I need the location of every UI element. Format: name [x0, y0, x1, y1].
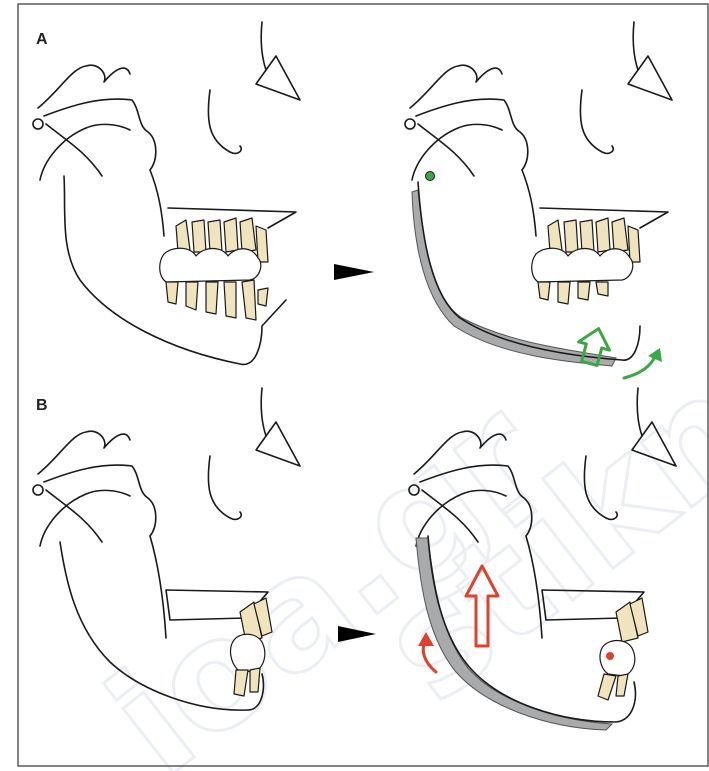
panel-a-before-skull [33, 22, 300, 364]
panel-b-incisor-dot-icon [606, 652, 614, 660]
panel-b-label: B [36, 397, 48, 414]
panel-a-label: A [36, 31, 48, 48]
panel-a-after-teeth [532, 218, 640, 304]
panel-a-before-teeth [160, 218, 268, 320]
panel-a-after-skull [405, 22, 672, 378]
panel-a-condyle-dot-icon [426, 172, 435, 181]
panel-a-transition-arrow-icon [334, 264, 374, 280]
